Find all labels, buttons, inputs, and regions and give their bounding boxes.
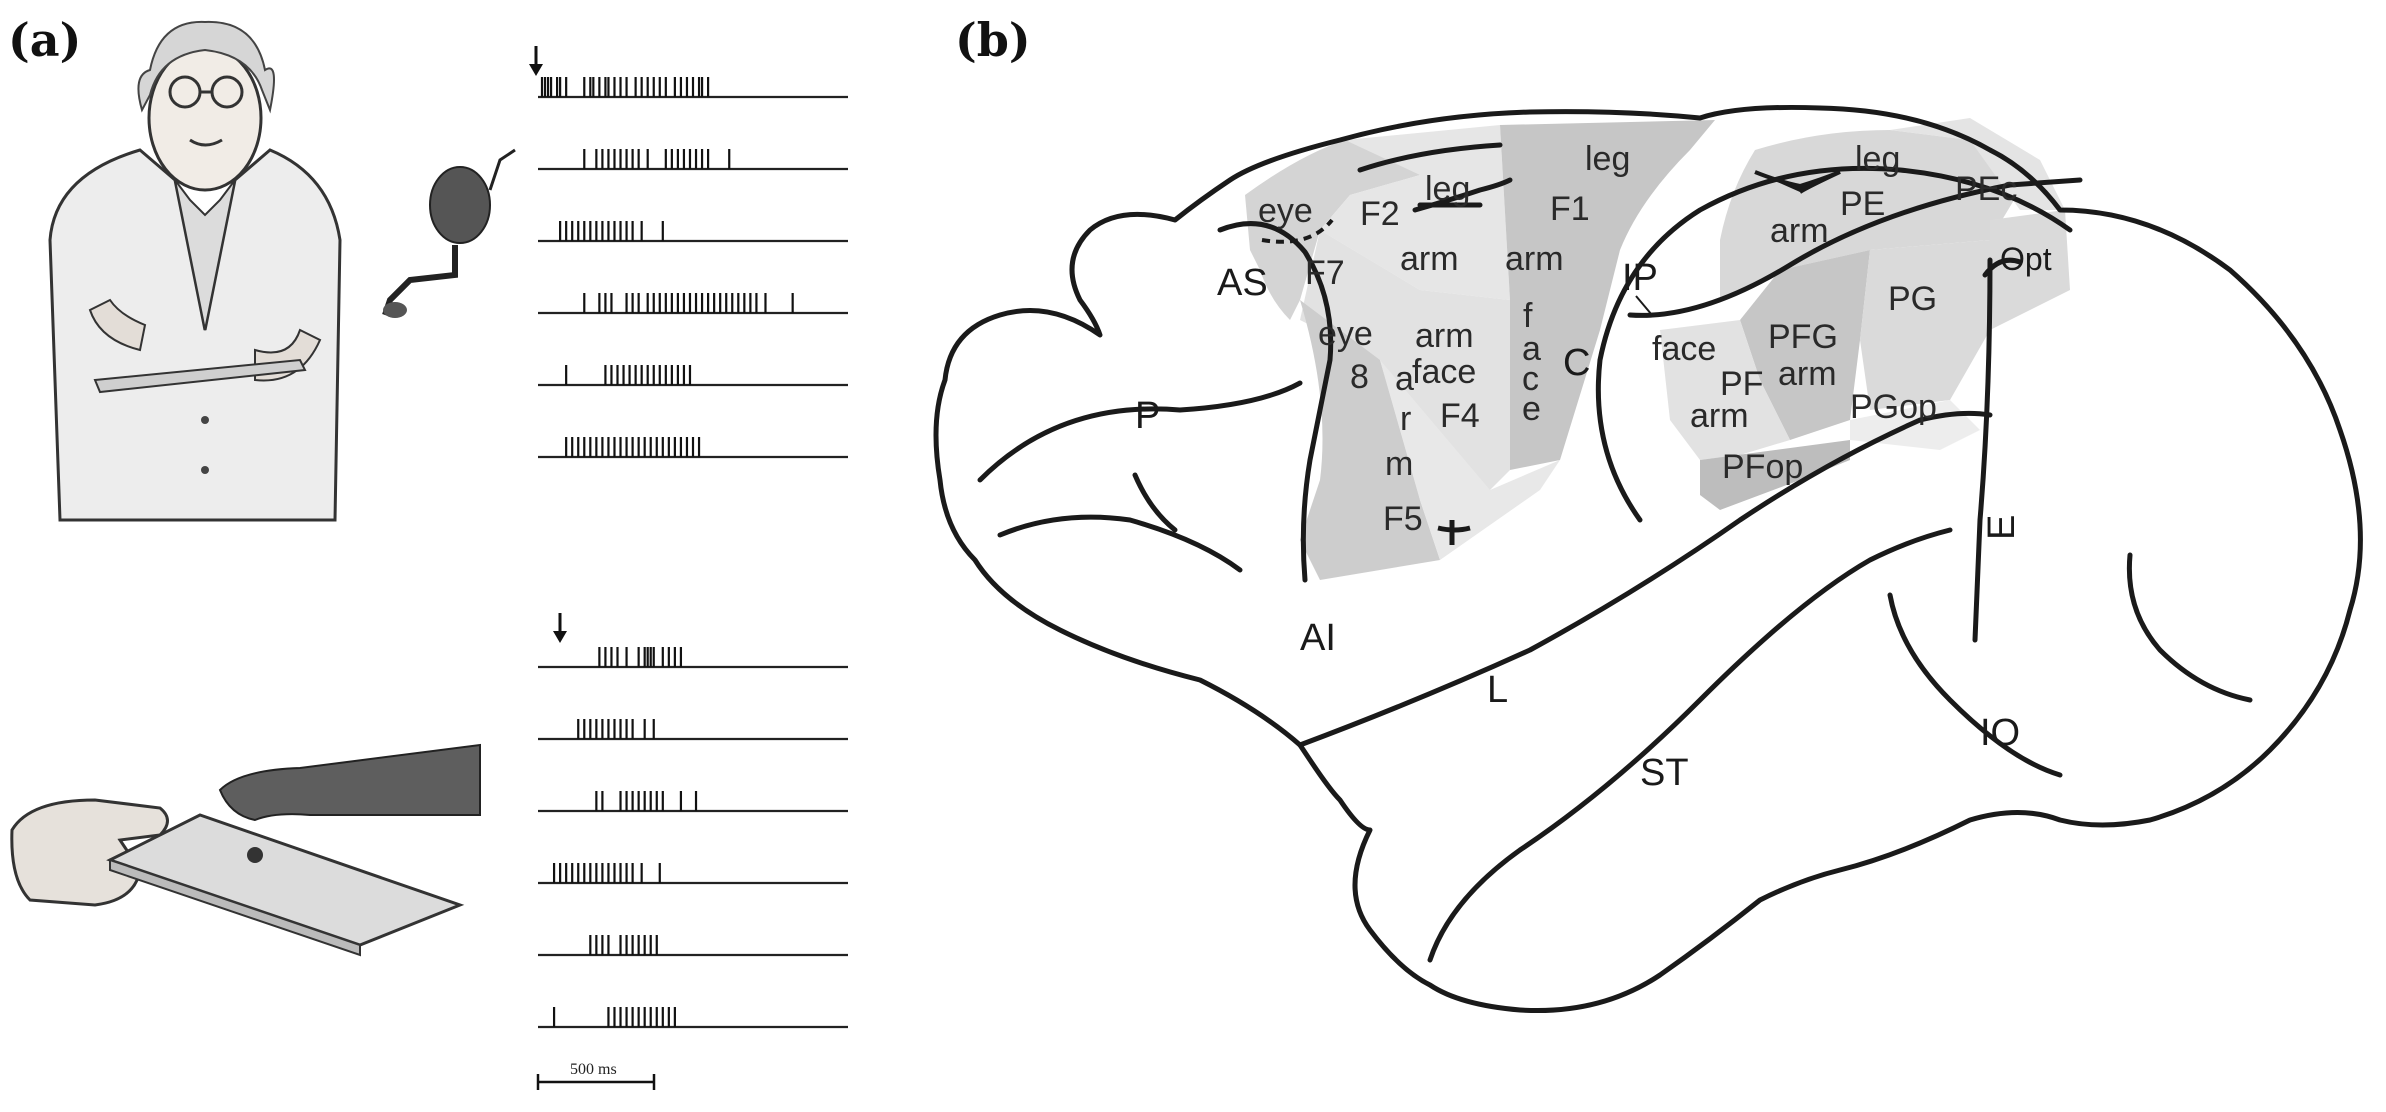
sulcus-p [977,380,1303,483]
area-f7-f2 [1245,140,1420,320]
label-pg: PG [1888,280,1937,318]
label-l: L [1487,669,1508,711]
sulcus-ip-arrow [1635,295,1653,316]
label-f2: F2 [1360,195,1400,233]
label-leg-f1: leg [1585,140,1630,178]
sulcus-lunate [2126,552,2253,703]
label-pec: PEc [1955,170,2017,208]
label-pgop: PGop [1850,388,1937,426]
label-eye-8: eye [1318,315,1373,353]
label-pe: PE [1840,185,1885,223]
label-arm-f4: arm [1415,317,1474,355]
label-8: 8 [1350,358,1369,396]
panel-a: (a) [8,13,848,1090]
shaded-areas [1245,118,2070,580]
tray-illustration [10,743,481,957]
label-face-v4: e [1522,390,1541,428]
label-arm-f2: arm [1400,240,1459,278]
label-opt: Opt [2000,241,2052,277]
label-ip: IP [1622,257,1658,299]
sulcus-f5-mark [1437,520,1471,545]
label-leg-pe: leg [1855,140,1900,178]
area-pec [1890,118,2065,210]
sulcus-cingulate-top [1357,142,1503,173]
label-f1: F1 [1550,190,1590,228]
area-pfg [1740,250,1870,440]
label-pfg: PFG [1768,318,1838,356]
label-face-v3: c [1522,360,1539,398]
label-eye-top: eye [1258,192,1313,230]
sulcus-as [1217,221,1334,583]
scale-bar-label: 500 ms [570,1061,617,1078]
label-face-f4: face [1412,353,1476,391]
label-f7: F7 [1305,254,1345,292]
label-leg-f2: leg [1425,170,1470,208]
area-pfop [1700,440,1850,510]
label-p: P [1135,395,1160,437]
scale-bar: 500 ms [536,1061,656,1090]
label-pf: PF [1720,365,1763,403]
sulcus-lower-frontal [997,514,1243,573]
sulci [977,142,2253,963]
label-io: IO [1980,712,2020,754]
panel-a-label: (a) [8,13,81,67]
label-arm-pfg: arm [1778,355,1837,393]
label-st: ST [1640,752,1689,794]
region-labels: eye F2 leg leg F1 arm arm F7 eye 8 arm f… [1258,140,2017,538]
monkey-illustration [382,148,516,318]
sulcus-e [1972,257,1993,643]
label-ai: AI [1300,617,1336,659]
label-arm-pe: arm [1770,212,1829,250]
sulcus-io [1887,592,2063,778]
area-f4-lower [1380,360,1560,560]
label-arm-v3: m [1385,445,1413,483]
sulcus-opt [1982,257,2023,278]
raster-top [538,77,848,459]
label-face-pf: face [1652,330,1716,368]
label-f5: F5 [1383,500,1423,538]
label-pfop: PFop [1722,448,1803,486]
area-f1 [1500,120,1715,470]
raster-bottom [538,647,848,1029]
area-f5-8 [1300,300,1440,580]
experimenter-illustration [48,20,342,522]
label-face-v2: a [1522,330,1541,368]
panel-b: (b) [933,13,2363,1014]
label-arm-pf: arm [1690,397,1749,435]
stimulus-arrow-bottom [553,613,567,643]
stimulus-arrow-top [529,46,543,76]
label-f4: F4 [1440,397,1480,435]
label-arm-f1: arm [1505,240,1564,278]
sulcus-l [1297,410,1993,748]
sulcus-p-lower [1132,472,1178,533]
sulcus-c [1595,165,2073,523]
sulcus-eye-dashed [1261,218,1334,244]
label-arm-v1: a [1395,360,1414,398]
area-f4 [1300,230,1510,500]
label-c: C [1563,342,1590,384]
label-e: E [1981,515,2023,540]
brain-outline [933,104,2363,1014]
label-arm-v2: r [1400,400,1411,438]
panel-b-label: (b) [955,13,1031,67]
label-face-v1: f [1523,297,1533,335]
area-pf [1660,320,1790,460]
sulcus-ip [1627,177,2083,318]
label-as: AS [1217,262,1268,304]
sulcus-labels: AS P AI C IP L ST IO Opt E [1135,241,2052,794]
sulcus-st [1427,527,1953,963]
sulcus-pe-mark [1754,170,1841,194]
